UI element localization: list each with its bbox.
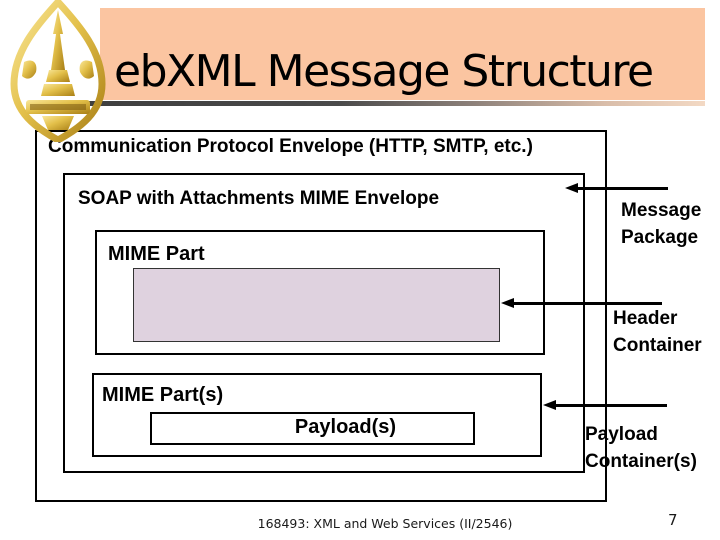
message-package-annotation: Message Package [621, 200, 702, 248]
left-arrowhead-icon [565, 183, 578, 193]
message-package-arrow [565, 182, 668, 194]
arrow-line [556, 403, 667, 407]
page-number: 7 [668, 511, 678, 529]
footer-course-label: 168493: XML and Web Services (II/2546) [257, 516, 513, 531]
arrow-line [514, 301, 662, 305]
title-bar [100, 8, 705, 100]
communication-protocol-envelope-box [35, 130, 607, 502]
header-container-box [133, 268, 500, 342]
communication-protocol-envelope-label: Communication Protocol Envelope (HTTP, S… [48, 136, 533, 157]
university-emblem-logo [2, 0, 114, 144]
gold-emblem-icon [10, 0, 106, 144]
left-arrowhead-icon [543, 400, 556, 410]
header-container-annotation: Header Container [613, 308, 702, 356]
soap-mime-envelope-label: SOAP with Attachments MIME Envelope [78, 188, 440, 209]
mime-parts-box [92, 373, 542, 457]
mime-parts-label: MIME Part(s) [102, 384, 224, 406]
payload-container-arrow [543, 399, 667, 411]
arrow-line [578, 186, 668, 190]
mime-part-label: MIME Part [108, 243, 205, 265]
payload-container-annotation: Payload Container(s) [585, 424, 697, 472]
left-arrowhead-icon [501, 298, 514, 308]
mime-part-box [95, 230, 545, 355]
page-title: ebXML Message Structure [114, 46, 654, 97]
payloads-label: Payload(s) [294, 416, 397, 438]
payloads-box [150, 412, 475, 445]
title-bar-shadow [38, 101, 705, 106]
header-container-arrow [501, 297, 662, 309]
soap-mime-envelope-box [63, 173, 585, 473]
